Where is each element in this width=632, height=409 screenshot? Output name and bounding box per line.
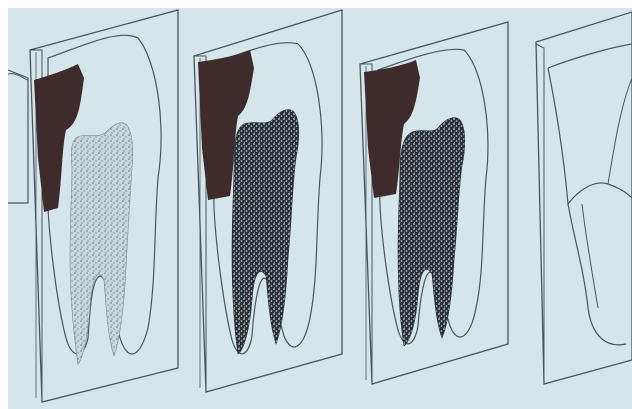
panel-3: [360, 22, 508, 384]
tooth-section-diagram: [8, 8, 632, 409]
tooth-outline: [548, 44, 632, 345]
pulp-chamber: [398, 118, 465, 346]
projected-slide: [8, 8, 632, 409]
pulp-chamber: [232, 110, 299, 354]
pulp-chamber: [70, 123, 133, 364]
left-partial-panel: [8, 70, 28, 203]
panel-1: [30, 10, 178, 402]
panel-2: [194, 10, 342, 392]
panel-4: [536, 12, 632, 384]
